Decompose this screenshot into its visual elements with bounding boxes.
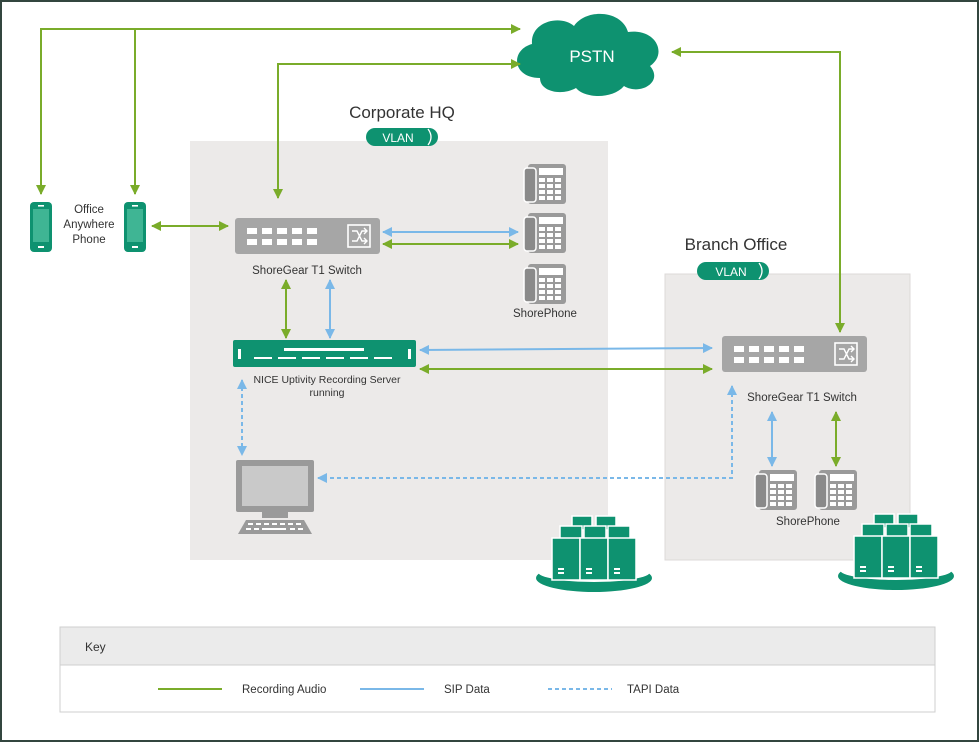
branch-office-title: Branch Office	[685, 235, 788, 254]
corporate-hq-title: Corporate HQ	[349, 103, 455, 122]
legend-label-tapi-data: TAPI Data	[627, 684, 680, 696]
recording-server-icon	[233, 340, 416, 367]
branch-switch-label: ShoreGear T1 Switch	[747, 392, 857, 404]
server-label-line2: running	[309, 387, 344, 399]
line-mobile1-pstn	[36, 24, 521, 195]
desk-phone-icon	[754, 469, 798, 511]
desk-phone-icon	[523, 263, 567, 305]
hq-switch-label: ShoreGear T1 Switch	[252, 265, 362, 277]
sip-server-branchswitch	[419, 343, 713, 355]
legend-title: Key	[85, 640, 106, 654]
desk-phone-icon	[814, 469, 858, 511]
branch-shorephone-label: ShorePhone	[776, 516, 840, 528]
mobile-phone-icon	[124, 202, 146, 252]
corporate-vlan-badge: VLAN	[366, 128, 438, 146]
corporate-vlan-label: VLAN	[382, 131, 413, 145]
desk-phone-icon	[523, 212, 567, 254]
line-hqswitch-pstn	[273, 59, 521, 199]
hq-switch-icon	[234, 217, 381, 255]
tapi-branchswitch-workstation	[317, 385, 737, 483]
line-pstn-branchswitch	[671, 47, 845, 333]
server-label-line1: NICE Uptivity Recording Server	[253, 374, 401, 386]
office-anywhere-line3: Phone	[72, 234, 105, 246]
sip-data-lines	[325, 227, 777, 467]
tapi-data-lines	[237, 379, 737, 483]
workstation-icon	[236, 460, 314, 534]
legend-label-sip-data: SIP Data	[444, 684, 490, 696]
pstn-cloud: PSTN	[517, 13, 659, 97]
legend: Key Recording Audio SIP Data TAPI Data	[59, 626, 936, 713]
legend-label-recording-audio: Recording Audio	[242, 684, 326, 696]
desk-phone-icon	[523, 163, 567, 205]
branch-vlan-label: VLAN	[715, 265, 746, 279]
recording-audio-lines	[36, 24, 845, 467]
mobile-phone-icon	[30, 202, 52, 252]
hq-shorephone-label: ShorePhone	[513, 308, 577, 320]
branch-switch-icon	[721, 335, 868, 373]
office-anywhere-line1: Office	[74, 204, 104, 216]
pstn-label: PSTN	[569, 47, 614, 66]
office-anywhere-line2: Anywhere	[63, 219, 114, 231]
branch-vlan-badge: VLAN	[697, 262, 769, 280]
